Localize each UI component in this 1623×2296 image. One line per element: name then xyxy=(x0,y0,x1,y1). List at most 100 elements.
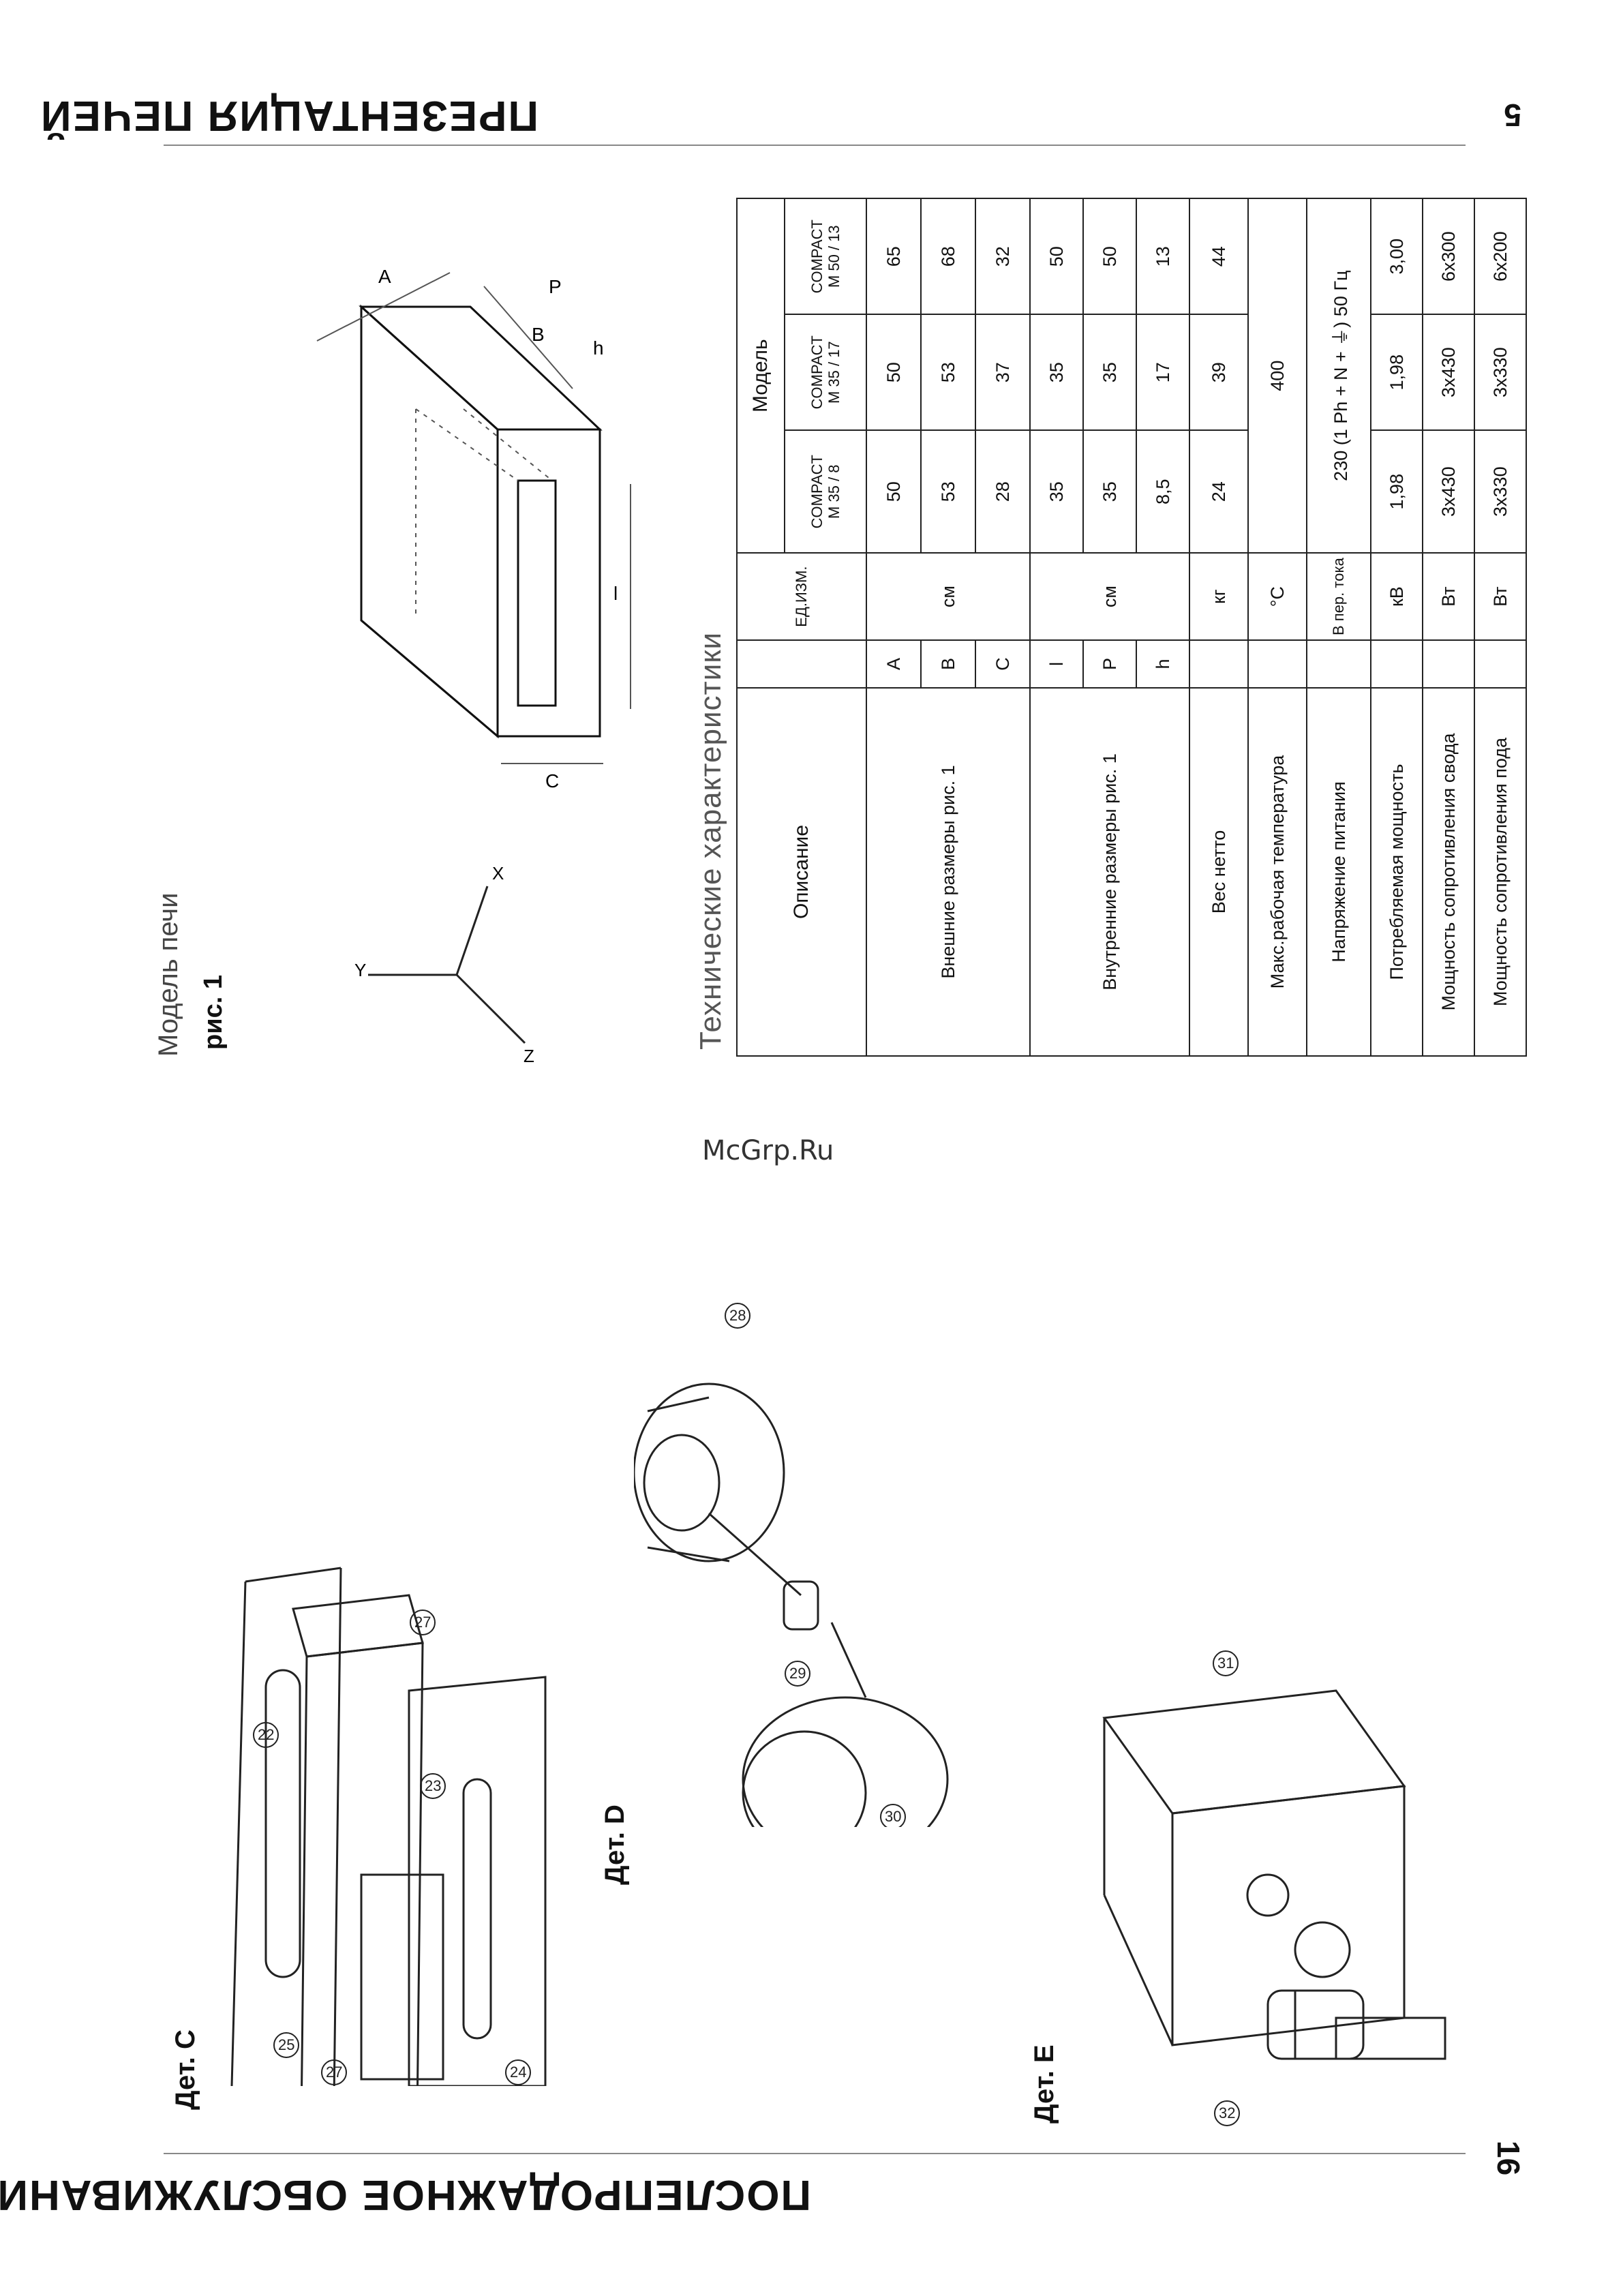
row-unit: кг xyxy=(1189,553,1248,640)
oven-model-drawing: A B C l P h xyxy=(316,266,631,791)
cell: 3x430 xyxy=(1423,430,1474,554)
row-sym: l xyxy=(1030,640,1083,688)
cell: 28 xyxy=(975,430,1030,554)
table-row: Внутренние размеры рис. 1 l см 35 35 50 xyxy=(1030,198,1189,1056)
axis-x-label: X xyxy=(492,863,504,883)
detail-c-label: Дет. C xyxy=(170,2029,200,2110)
axis-z-label: Z xyxy=(524,1046,534,1066)
callout-25: 25 xyxy=(278,2036,294,2053)
row-unit: см xyxy=(1030,553,1189,640)
callout-28: 28 xyxy=(729,1307,746,1324)
row-desc: Мощность сопротивления свода xyxy=(1423,688,1474,1056)
col-unit-header: ЕД.ИЗМ. xyxy=(737,553,866,640)
cell: 39 xyxy=(1189,314,1248,431)
row-sym: B xyxy=(921,640,975,688)
row-unit: см xyxy=(866,553,1030,640)
cell: 37 xyxy=(975,314,1030,431)
row-desc: Макс.рабочая температура xyxy=(1248,688,1307,1056)
cell: 8,5 xyxy=(1136,430,1189,554)
cell: 35 xyxy=(1030,430,1083,554)
cell: 44 xyxy=(1189,198,1248,315)
callout-30: 30 xyxy=(885,1808,901,1825)
cell: 3x430 xyxy=(1423,314,1474,431)
cell: 50 xyxy=(1030,198,1083,315)
callout-27-top: 27 xyxy=(414,1614,431,1631)
row-unit: °C xyxy=(1248,553,1307,640)
row-sym xyxy=(1423,640,1474,688)
row-desc: Напряжение питания xyxy=(1307,688,1371,1056)
cell: 50 xyxy=(1083,198,1136,315)
cell: 6x200 xyxy=(1474,198,1526,315)
row-desc: Потребляемая мощность xyxy=(1371,688,1423,1056)
cell-merged: 230 (1 Ph + N + ⏚) 50 Гц xyxy=(1307,198,1371,554)
cell: 35 xyxy=(1083,314,1136,431)
callout-29: 29 xyxy=(789,1665,806,1682)
table-row: Мощность сопротивления пода Вт 3x330 3x3… xyxy=(1474,198,1526,1056)
row-unit: Вт xyxy=(1474,553,1526,640)
axis-y-label: Y xyxy=(354,960,366,980)
table-row: Макс.рабочая температура °C 400 xyxy=(1248,198,1307,1056)
cell: 32 xyxy=(975,198,1030,315)
cell: 17 xyxy=(1136,314,1189,431)
row-desc: Внешние размеры рис. 1 xyxy=(866,688,1030,1056)
cell: 13 xyxy=(1136,198,1189,315)
detail-c-drawing: 22 23 24 25 26 27 27 xyxy=(230,1567,547,2086)
cell: 3,00 xyxy=(1371,198,1423,315)
dim-p-label: P xyxy=(549,276,562,297)
col-model-header: Модель xyxy=(737,198,785,554)
detail-d-label: Дет. D xyxy=(600,1804,630,1885)
cell: 68 xyxy=(921,198,975,315)
dim-b-label: B xyxy=(532,324,545,345)
table-row: Мощность сопротивления свода Вт 3x430 3x… xyxy=(1423,198,1474,1056)
callout-23: 23 xyxy=(425,1777,441,1794)
figure-label: рис. 1 xyxy=(199,975,228,1050)
page-number-right: 5 xyxy=(1504,97,1521,133)
row-sym xyxy=(1307,640,1371,688)
table-row: Потребляемая мощность кВ 1,98 1,98 3,00 xyxy=(1371,198,1423,1056)
row-sym xyxy=(1371,640,1423,688)
row-sym: h xyxy=(1136,640,1189,688)
callout-24: 24 xyxy=(510,2064,526,2081)
cell: 1,98 xyxy=(1371,314,1423,431)
table-row: Напряжение питания В пер. тока 230 (1 Ph… xyxy=(1307,198,1371,1056)
dim-c-label: C xyxy=(545,770,559,791)
cell: 50 xyxy=(866,314,921,431)
cell: 35 xyxy=(1083,430,1136,554)
cell: 50 xyxy=(866,430,921,554)
cell: 65 xyxy=(866,198,921,315)
callout-32: 32 xyxy=(1219,2104,1235,2121)
row-sym: C xyxy=(975,640,1030,688)
row-unit: кВ xyxy=(1371,553,1423,640)
table-caption: Технические характеристики xyxy=(694,631,727,1050)
cell: 24 xyxy=(1189,430,1248,554)
header-rule-right xyxy=(164,145,1466,146)
dim-h-label: h xyxy=(593,337,604,359)
figure-caption: Модель печи xyxy=(153,892,183,1057)
row-unit: Вт xyxy=(1423,553,1474,640)
cell: 53 xyxy=(921,314,975,431)
table-row: Вес нетто кг 24 39 44 xyxy=(1189,198,1248,1056)
dim-a-label: A xyxy=(378,266,391,287)
row-desc: Мощность сопротивления пода xyxy=(1474,688,1526,1056)
cell-merged: 400 xyxy=(1248,198,1307,554)
row-sym xyxy=(1189,640,1248,688)
row-sym: P xyxy=(1083,640,1136,688)
callout-22: 22 xyxy=(258,1726,274,1743)
detail-d-drawing: 28 29 30 xyxy=(634,1303,949,1827)
watermark: McGrp.Ru xyxy=(702,1135,834,1166)
row-desc: Внутренние размеры рис. 1 xyxy=(1030,688,1189,1056)
callout-31: 31 xyxy=(1217,1655,1234,1672)
cell: 53 xyxy=(921,430,975,554)
row-desc: Вес нетто xyxy=(1189,688,1248,1056)
row-unit: В пер. тока xyxy=(1307,553,1371,640)
cell: 35 xyxy=(1030,314,1083,431)
axes-diagram: X Y Z xyxy=(354,863,534,1066)
cell: 6x300 xyxy=(1423,198,1474,315)
row-sym: A xyxy=(866,640,921,688)
detail-e-label: Дет. E xyxy=(1029,2044,1059,2124)
